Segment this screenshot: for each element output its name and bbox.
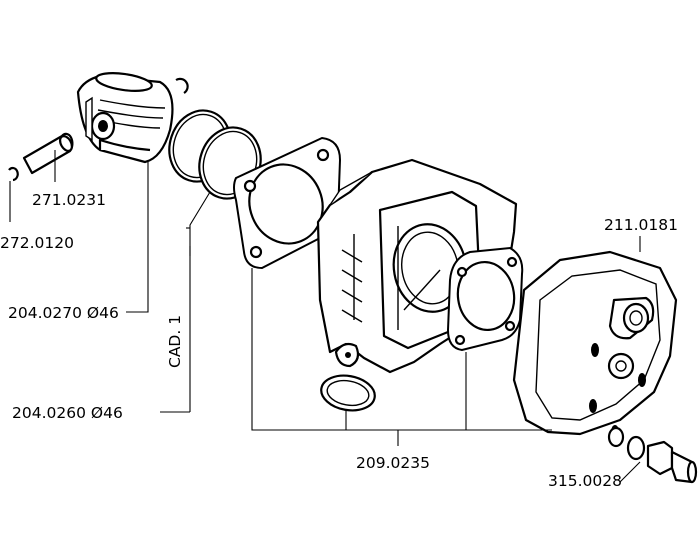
piston-circlip: [175, 77, 189, 94]
cylinder-head: [512, 250, 678, 439]
label-piston: 204.0270 Ø46: [8, 304, 119, 322]
leader-lines: [9, 150, 641, 483]
head-gasket: [446, 246, 524, 352]
label-ring: 204.0260 Ø46: [12, 404, 123, 422]
label-circlip: 272.0120: [0, 234, 74, 252]
base-gasket: [233, 136, 342, 270]
label-fitting: 315.0028: [548, 472, 622, 490]
label-wrist-pin: 271.0231: [32, 191, 106, 209]
label-cylinder-kit: 209.0235: [356, 454, 430, 472]
label-rings-set: CAD. 1: [166, 315, 184, 368]
piston: [76, 72, 174, 164]
wrist-pin: [22, 132, 74, 175]
label-head: 211.0181: [604, 216, 678, 234]
fitting: [607, 426, 698, 484]
o-ring: [320, 374, 376, 412]
left-circlip: [8, 166, 19, 182]
